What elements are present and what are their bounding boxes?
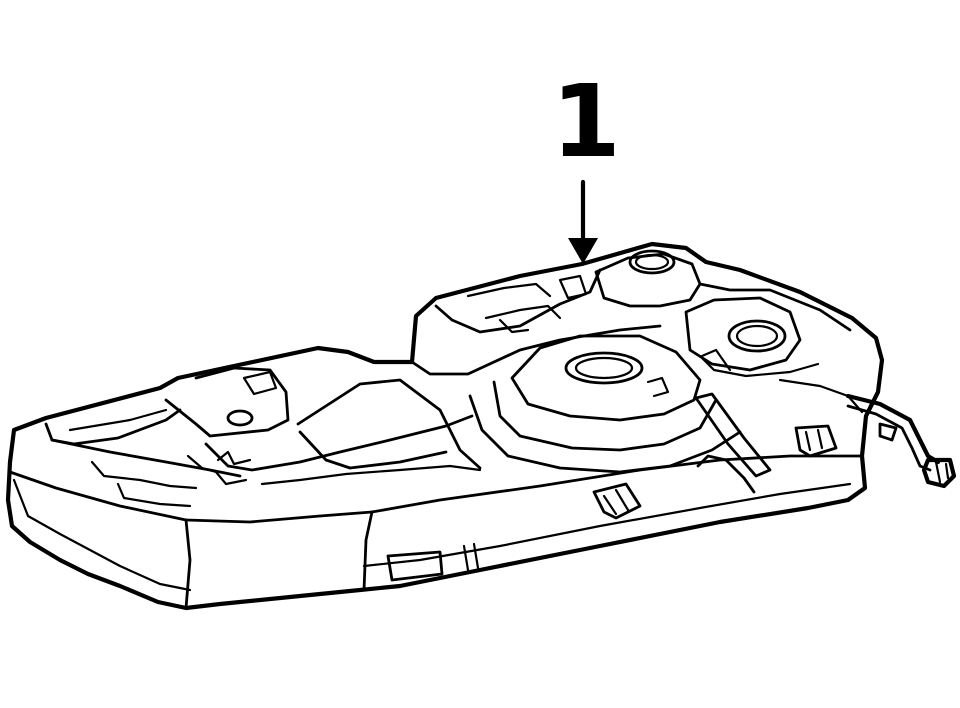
rear-upper-deck — [434, 268, 602, 334]
rear-upper-rib-2 — [484, 304, 562, 320]
callout-arrow — [568, 179, 598, 264]
sender-housing — [510, 334, 702, 422]
right-ring-outer — [727, 319, 787, 353]
side-seam-left-2 — [184, 510, 374, 524]
front-tab-1-inner — [602, 488, 630, 516]
strap-channel-1 — [492, 380, 718, 452]
tank-top-rim — [44, 408, 182, 446]
right-rear-rib — [698, 282, 852, 332]
vent-connector — [921, 457, 957, 489]
vent-hose — [845, 393, 941, 465]
left-ridge-3 — [90, 460, 198, 490]
pump-boss-cap-outer — [628, 249, 676, 275]
vent-connector-detail — [934, 460, 950, 484]
sender-clip — [646, 376, 670, 398]
right-curved-rib — [696, 454, 756, 494]
left-ridge-1 — [50, 438, 242, 478]
left-ridge-2 — [68, 408, 168, 432]
rear-upper-rib-1 — [466, 282, 552, 298]
left-bump-tab — [242, 370, 278, 396]
callout-arrowhead — [568, 238, 598, 264]
tank-outline — [5, 241, 885, 611]
pump-boss-cap-inner — [634, 253, 670, 271]
left-mid-channel-2 — [186, 454, 248, 486]
vent-clip — [878, 422, 898, 442]
side-seam-mid — [362, 510, 374, 592]
side-seam-right — [370, 454, 864, 514]
right-rear-rib-2 — [698, 354, 820, 378]
center-rib-3 — [260, 464, 482, 486]
front-tab-2 — [386, 550, 444, 582]
strap-channel-2 — [468, 394, 742, 474]
callout-number-1: 1 — [551, 63, 621, 180]
rear-step-ridge — [410, 324, 662, 376]
right-lower-bracket-inner — [804, 428, 824, 452]
rear-upper-tab-1 — [558, 274, 588, 300]
left-mid-zigzag — [216, 450, 252, 466]
strap-slot — [694, 392, 772, 478]
lower-flange — [12, 478, 192, 592]
lower-flange-2 — [362, 482, 852, 568]
left-ridge-4 — [116, 482, 192, 508]
right-tab-1 — [700, 348, 732, 372]
side-seam-left — [8, 470, 192, 610]
front-tab-3 — [462, 542, 480, 572]
rear-upper-tab-2 — [498, 318, 530, 334]
left-mid-channel — [204, 414, 474, 472]
vent-hose-inner — [846, 404, 932, 472]
sender-ring-inner — [574, 356, 634, 380]
front-tab-1 — [592, 482, 642, 520]
right-ring-inner — [735, 324, 779, 348]
right-side-rib — [778, 378, 864, 414]
right-lower-bracket — [794, 424, 838, 458]
center-rib-2 — [298, 430, 448, 470]
pump-boss — [594, 252, 702, 308]
center-rib-1 — [296, 378, 482, 470]
left-bump — [164, 366, 290, 438]
sender-ring-outer — [564, 351, 644, 385]
fuel-tank-icon — [5, 241, 957, 611]
left-mount-hole — [226, 409, 254, 427]
